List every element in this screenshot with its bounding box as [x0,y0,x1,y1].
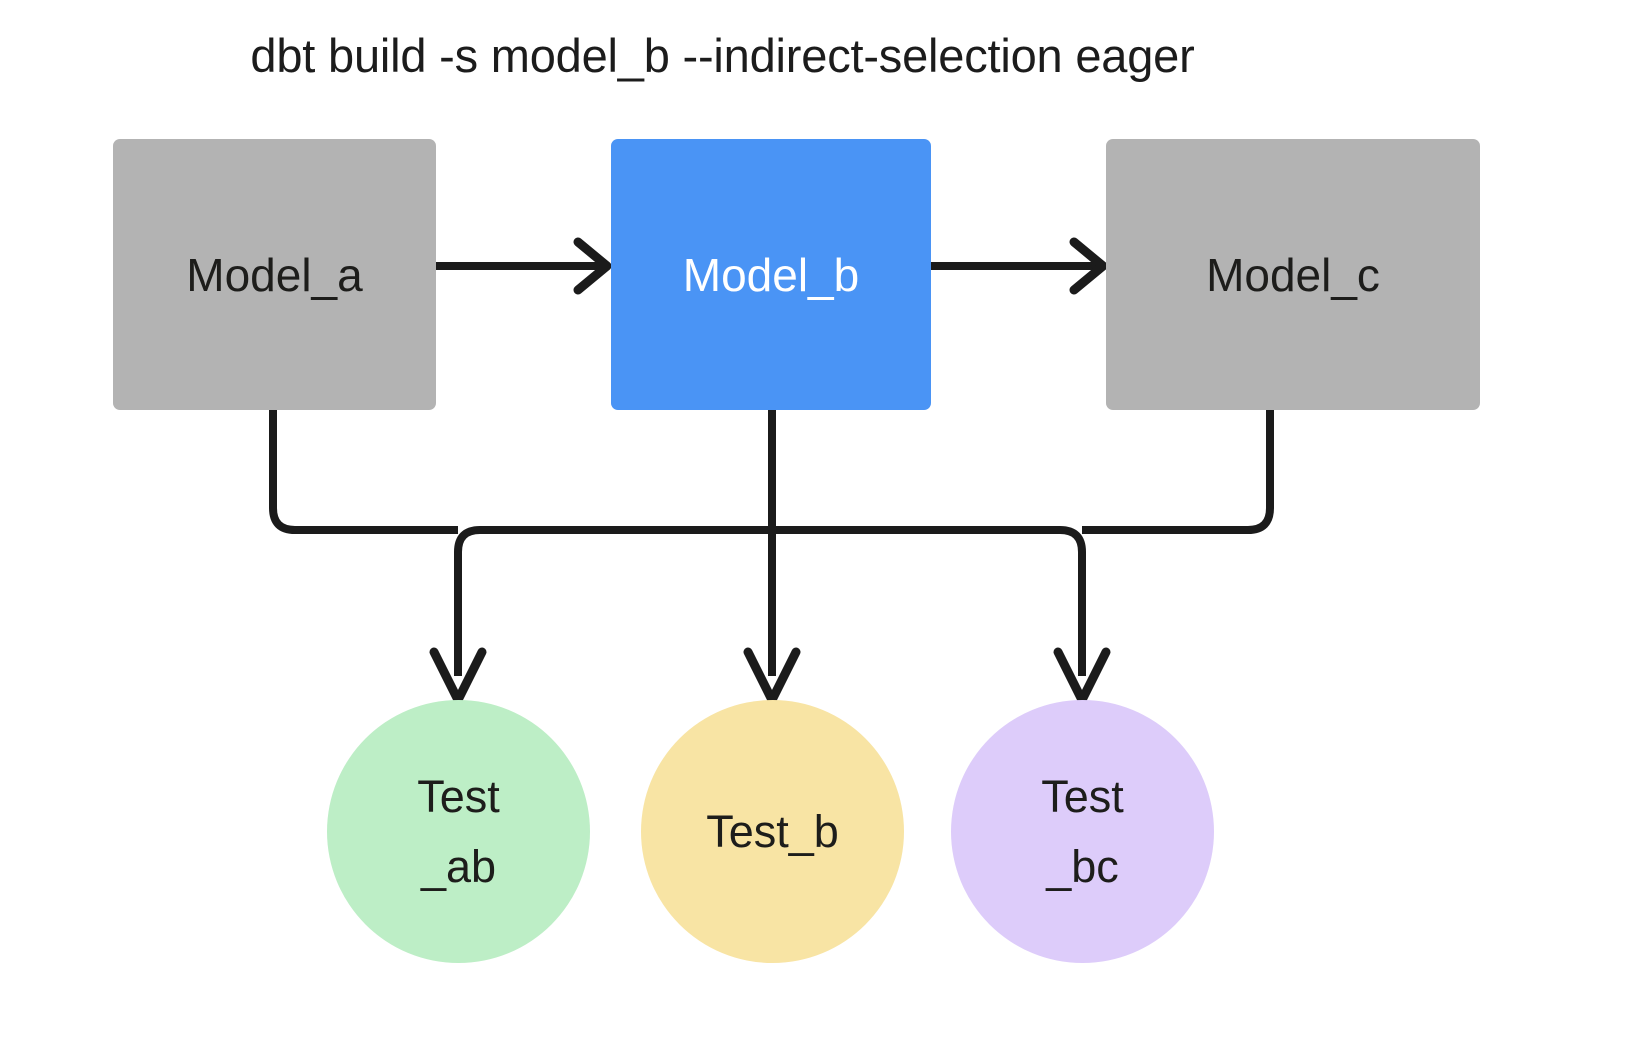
node-test-bc-label-line2: _bc [1046,840,1119,892]
node-model-b-label: Model_b [682,248,860,301]
edge-model-b-to-test-ab [429,526,772,705]
node-model-a[interactable]: Model_a [113,139,436,410]
node-test-bc[interactable]: Test _bc [951,700,1214,963]
node-model-b[interactable]: Model_b [611,139,931,410]
node-model-c-label: Model_c [1206,248,1380,301]
edge-model-c-to-test-bc [1082,410,1274,534]
edge-model-b-to-model-c [931,237,1108,295]
edge-model-a-to-model-b [436,237,612,295]
node-model-c[interactable]: Model_c [1106,139,1480,410]
node-test-ab[interactable]: Test _ab [327,700,590,963]
node-test-ab-label-line1: Test [417,770,500,822]
node-test-ab-label-line2: _ab [420,840,497,892]
node-model-a-label: Model_a [186,248,363,301]
edge-model-a-to-test-ab [269,410,458,534]
node-test-bc-label-line1: Test [1041,770,1124,822]
page-title: dbt build -s model_b --indirect-selectio… [250,29,1195,82]
node-test-b-label-line1: Test_b [706,805,839,857]
node-test-b[interactable]: Test_b [641,700,904,963]
edge-model-b-to-test-b [743,410,801,705]
edge-model-b-to-test-bc [772,526,1111,705]
